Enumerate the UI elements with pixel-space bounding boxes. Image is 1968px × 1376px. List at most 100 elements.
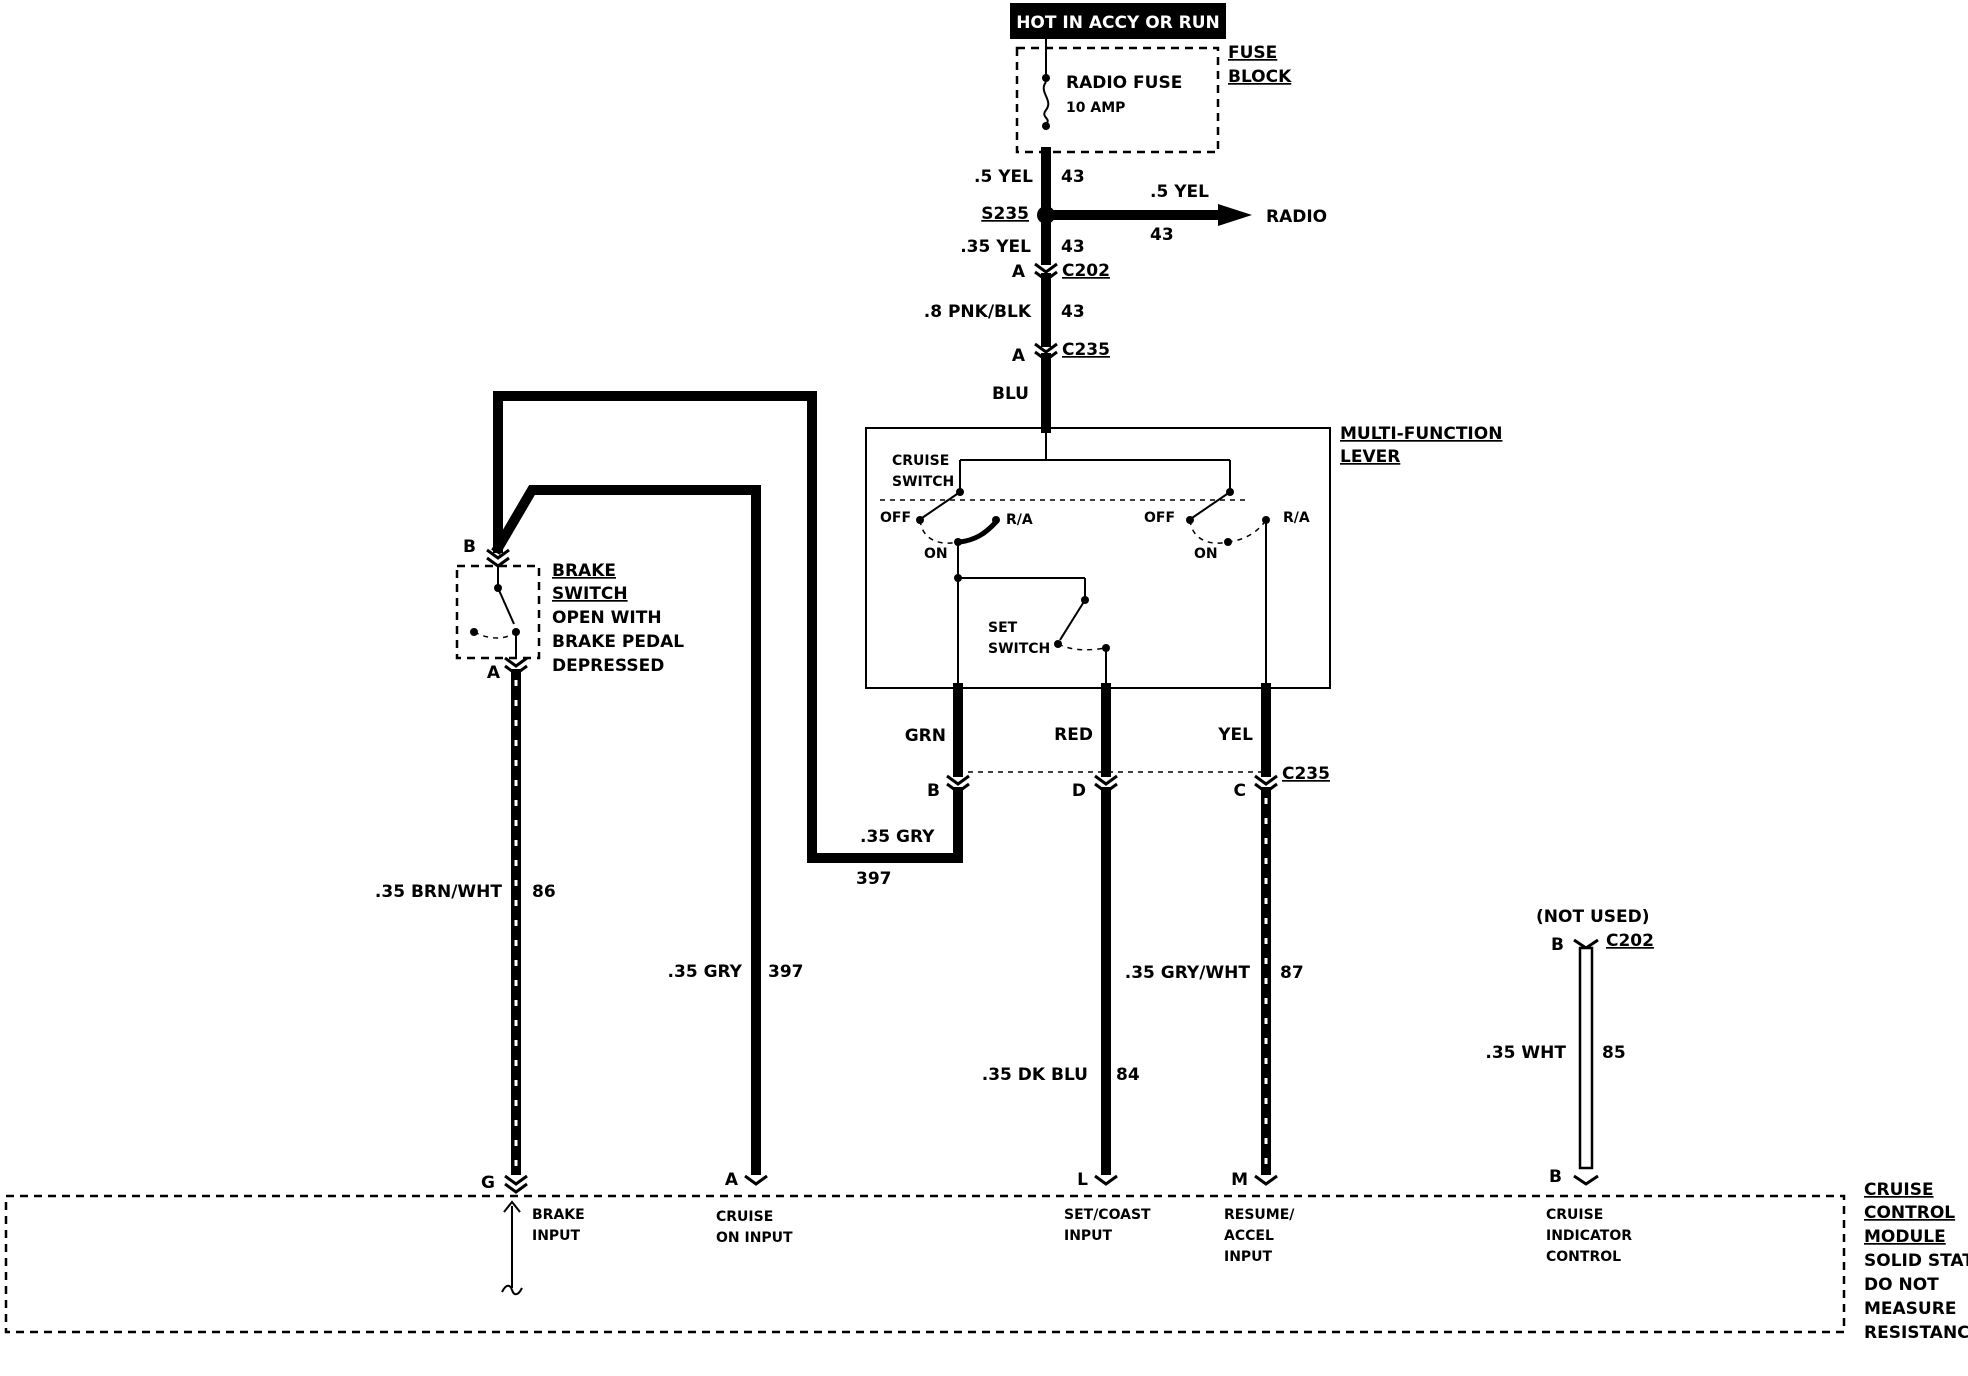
out-red-label: RED <box>1054 725 1093 745</box>
pin-m-desc-1: RESUME/ <box>1224 1207 1295 1223</box>
module-pin-b-icon <box>1573 1174 1599 1186</box>
brake-switch-desc-1: OPEN WITH <box>552 608 662 628</box>
indicator-wire: (NOT USED) B C202 .35 WHT 85 <box>1485 907 1654 1170</box>
module-pin-g: G <box>481 1173 495 1193</box>
set-coast-wire-circuit: 84 <box>1116 1065 1140 1085</box>
radio-wire-circuit: 43 <box>1150 225 1174 245</box>
connector-c202-icon <box>1034 262 1058 282</box>
module-pin-m: M <box>1231 1170 1248 1190</box>
c235-pin-a: A <box>1012 346 1026 366</box>
not-used-label: (NOT USED) <box>1536 907 1650 927</box>
fuse-block-title-1: FUSE <box>1228 43 1277 63</box>
resume-accel-wire: .35 GRY/WHT 87 <box>1125 787 1304 1175</box>
on-left-label: ON <box>924 546 948 562</box>
indicator-connector: C202 <box>1606 931 1654 951</box>
feed-w1-circuit: 43 <box>1061 167 1085 187</box>
pin-a-desc-1: CRUISE <box>716 1209 773 1225</box>
c202-pin-a: A <box>1012 262 1026 282</box>
gry-397-loop: .35 GRY 397 <box>493 391 963 889</box>
ra-right-label: R/A <box>1283 510 1310 526</box>
off-left-label: OFF <box>880 510 911 526</box>
module-pin-g-icon <box>504 1174 528 1194</box>
module-pin-l-icon <box>1094 1174 1118 1186</box>
feed-w3-color: .8 PNK/BLK <box>924 302 1032 322</box>
connector-c235-icon <box>1034 342 1058 362</box>
module-note-4: RESISTANCE <box>1864 1323 1968 1343</box>
mfl-title-1: MULTI-FUNCTION <box>1340 424 1502 444</box>
brake-input-arrow-icon <box>503 1200 521 1213</box>
power-source-label: HOT IN ACCY OR RUN <box>1010 3 1226 39</box>
loop-wire-circuit: 397 <box>856 869 892 889</box>
cruise-on-wire-color: .35 GRY <box>668 962 743 982</box>
module-note-3: MEASURE <box>1864 1299 1956 1319</box>
feed-w2-circuit: 43 <box>1061 237 1085 257</box>
module-title-1: CRUISE <box>1864 1180 1934 1200</box>
c202-label: C202 <box>1062 261 1110 281</box>
indicator-pin-b: B <box>1551 935 1564 955</box>
brake-switch-desc-2: BRAKE PEDAL <box>552 632 684 652</box>
off-right-label: OFF <box>1144 510 1175 526</box>
feed-w2-color: .35 YEL <box>960 237 1031 257</box>
brake-switch: B A BRAKE SWITCH OPEN WITH BRAKE PEDAL D… <box>455 537 684 683</box>
on-right-label: ON <box>1194 546 1218 562</box>
brake-switch-title-1: BRAKE <box>552 561 616 581</box>
fuse-block: RADIO FUSE 10 AMP FUSE BLOCK <box>1015 39 1292 154</box>
splice-label: S235 <box>981 204 1029 224</box>
cruise-control-module: G A L M B BRAKE INPUT CRUISE ON INPUT SE… <box>4 1167 1968 1343</box>
ra-left-label: R/A <box>1006 512 1033 528</box>
brake-switch-pin-a: A <box>487 663 501 683</box>
fuse-element-icon <box>1042 81 1050 125</box>
pin-m-desc-3: INPUT <box>1224 1249 1273 1265</box>
c235-label: C235 <box>1062 340 1110 360</box>
brake-input-wire-color: .35 BRN/WHT <box>375 882 502 902</box>
pin-b-desc-1: CRUISE <box>1546 1207 1603 1223</box>
module-title-3: MODULE <box>1864 1227 1946 1247</box>
pin-m-desc-2: ACCEL <box>1224 1228 1274 1244</box>
cruise-on-wire: .35 GRY 397 <box>491 485 804 1175</box>
feed-w3-circuit: 43 <box>1061 302 1085 322</box>
brake-switch-title-2: SWITCH <box>552 584 628 604</box>
pin-a-desc-2: ON INPUT <box>716 1230 793 1246</box>
brake-input-wire: .35 BRN/WHT 86 <box>375 669 556 1175</box>
mfl-title-2: LEVER <box>1340 447 1400 467</box>
module-pin-b: B <box>1549 1167 1562 1187</box>
brake-switch-pin-b: B <box>463 537 476 557</box>
module-pin-l: L <box>1077 1170 1088 1190</box>
module-pin-m-icon <box>1254 1174 1278 1186</box>
ground-symbol-icon <box>501 1284 523 1296</box>
pin-g-desc-1: BRAKE <box>532 1207 585 1223</box>
set-coast-wire: .35 DK BLU 84 <box>982 787 1140 1175</box>
resume-accel-wire-circuit: 87 <box>1280 963 1304 983</box>
pin-l-desc-1: SET/COAST <box>1064 1207 1151 1223</box>
fuse-rating: 10 AMP <box>1066 100 1125 116</box>
fuse-name: RADIO FUSE <box>1066 73 1182 93</box>
cruise-switch-label-2: SWITCH <box>892 474 954 490</box>
multi-function-lever: MULTI-FUNCTION LEVER <box>865 424 1502 689</box>
brake-input-wire-circuit: 86 <box>532 882 556 902</box>
set-switch-label-2: SWITCH <box>988 641 1050 657</box>
indicator-wire-color: .35 WHT <box>1485 1043 1566 1063</box>
cruise-on-wire-circuit: 397 <box>768 962 804 982</box>
cruise-switch-label-1: CRUISE <box>892 453 949 469</box>
feed-wire: .5 YEL 43 S235 .5 YEL 43 RADIO .35 YEL 4… <box>924 147 1327 433</box>
radio-wire-color: .5 YEL <box>1150 182 1209 202</box>
feed-w4-color: BLU <box>992 384 1029 404</box>
indicator-wire-circuit: 85 <box>1602 1043 1626 1063</box>
fuse-block-title-2: BLOCK <box>1228 67 1292 87</box>
out-yel-label: YEL <box>1217 725 1253 745</box>
loop-wire-color: .35 GRY <box>860 827 935 847</box>
brake-switch-desc-3: DEPRESSED <box>552 656 664 676</box>
module-note-2: DO NOT <box>1864 1275 1939 1295</box>
module-pin-a: A <box>725 1170 739 1190</box>
module-pin-a-icon <box>744 1174 768 1186</box>
module-note-1: SOLID STATE <box>1864 1251 1968 1271</box>
resume-accel-wire-color: .35 GRY/WHT <box>1125 963 1251 983</box>
mfl-output-wires: GRN RED YEL B D C C235 <box>905 683 1330 801</box>
radio-arrow-icon <box>1218 204 1252 226</box>
pin-b-desc-2: INDICATOR <box>1546 1228 1632 1244</box>
out-grn-label: GRN <box>905 726 946 746</box>
module-title-2: CONTROL <box>1864 1203 1955 1223</box>
c235-lower-pin-b: B <box>927 781 940 801</box>
feed-w1-color: .5 YEL <box>974 167 1033 187</box>
radio-destination: RADIO <box>1266 207 1327 227</box>
